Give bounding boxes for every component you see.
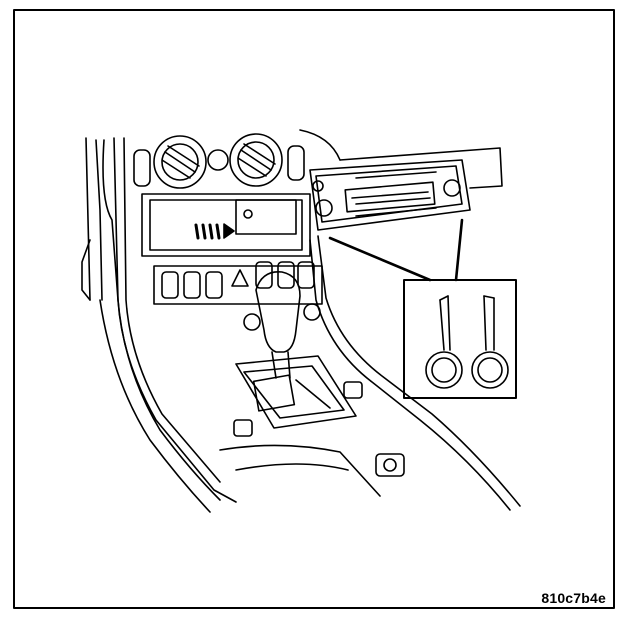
figure-id-code: 810c7b4e — [541, 590, 606, 606]
removal-tools-callout — [403, 279, 517, 399]
radio-opening — [141, 193, 311, 257]
radio-unit — [309, 147, 503, 231]
lower-console — [219, 444, 405, 497]
insert-arrow-icon — [223, 223, 235, 239]
removal-tool-icon — [425, 295, 463, 389]
callout-leaders — [328, 218, 464, 282]
removal-tool-icon — [471, 295, 509, 389]
center-stack — [113, 129, 521, 511]
air-vents — [133, 133, 305, 189]
switch-row — [153, 261, 323, 305]
hazard-icon — [231, 269, 249, 287]
border — [13, 9, 615, 609]
gear-shifter — [243, 271, 321, 379]
shift-gate — [233, 355, 363, 437]
